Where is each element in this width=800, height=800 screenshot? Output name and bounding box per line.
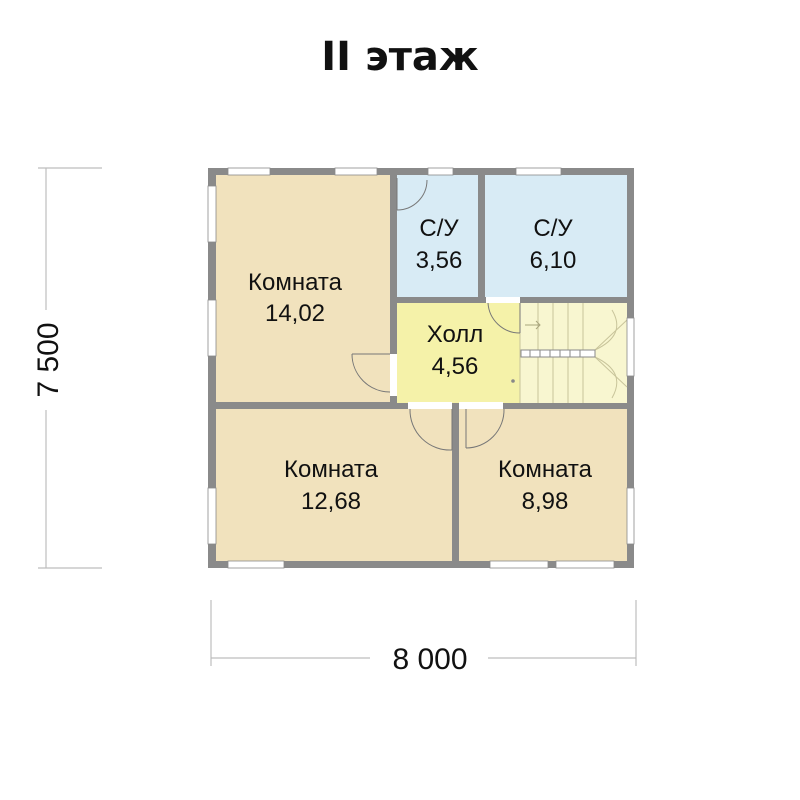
width-dimension-label: 8 000: [392, 643, 467, 676]
room-bathroom-1-area: 3,56: [416, 247, 463, 274]
height-dimension-label: 7 500: [32, 322, 65, 397]
door-bedroom-3: [459, 402, 505, 449]
room-bedroom-3-area: 8,98: [522, 488, 569, 515]
window-left-1: [207, 185, 217, 243]
door-bedroom-2: [408, 402, 453, 451]
window-left-3: [207, 487, 217, 545]
window-top-3: [427, 167, 454, 176]
room-bedroom-1-area: 14,02: [265, 300, 325, 327]
height-dimension: [38, 167, 102, 569]
room-bedroom-1: [216, 175, 390, 402]
window-right-1: [626, 317, 635, 377]
room-hall-name: Холл: [427, 321, 484, 348]
window-top-2: [334, 167, 378, 176]
door-bathroom-1: [396, 178, 428, 211]
window-right-2: [626, 487, 635, 545]
room-hall-area: 4,56: [432, 353, 479, 380]
door-bathroom-2: [486, 297, 521, 334]
plan-title: II этаж: [321, 34, 479, 80]
windows: [207, 167, 635, 569]
room-bathroom-1: [397, 175, 478, 297]
room-bathroom-2: [485, 175, 627, 297]
room-bathroom-2-area: 6,10: [530, 247, 577, 274]
room-bathroom-2-name: С/У: [533, 215, 573, 242]
doors: [351, 178, 521, 451]
window-bottom-1: [227, 560, 285, 569]
room-bathroom-1-name: С/У: [419, 215, 459, 242]
window-bottom-3: [555, 560, 615, 569]
window-bottom-2: [489, 560, 549, 569]
stair-handrail: [520, 349, 596, 358]
window-top-1: [227, 167, 271, 176]
door-bedroom-1: [351, 353, 397, 396]
window-top-4: [515, 167, 562, 176]
room-bedroom-2-name: Комната: [284, 456, 379, 483]
room-bedroom-3-name: Комната: [498, 456, 593, 483]
room-bedroom-3: [459, 409, 627, 561]
window-left-2: [207, 299, 217, 357]
width-dimension: [210, 600, 637, 666]
room-bedroom-2-area: 12,68: [301, 488, 361, 515]
stair-marker-dot: [511, 379, 515, 383]
room-bedroom-1-name: Комната: [248, 269, 343, 296]
room-bedroom-2: [216, 409, 452, 561]
